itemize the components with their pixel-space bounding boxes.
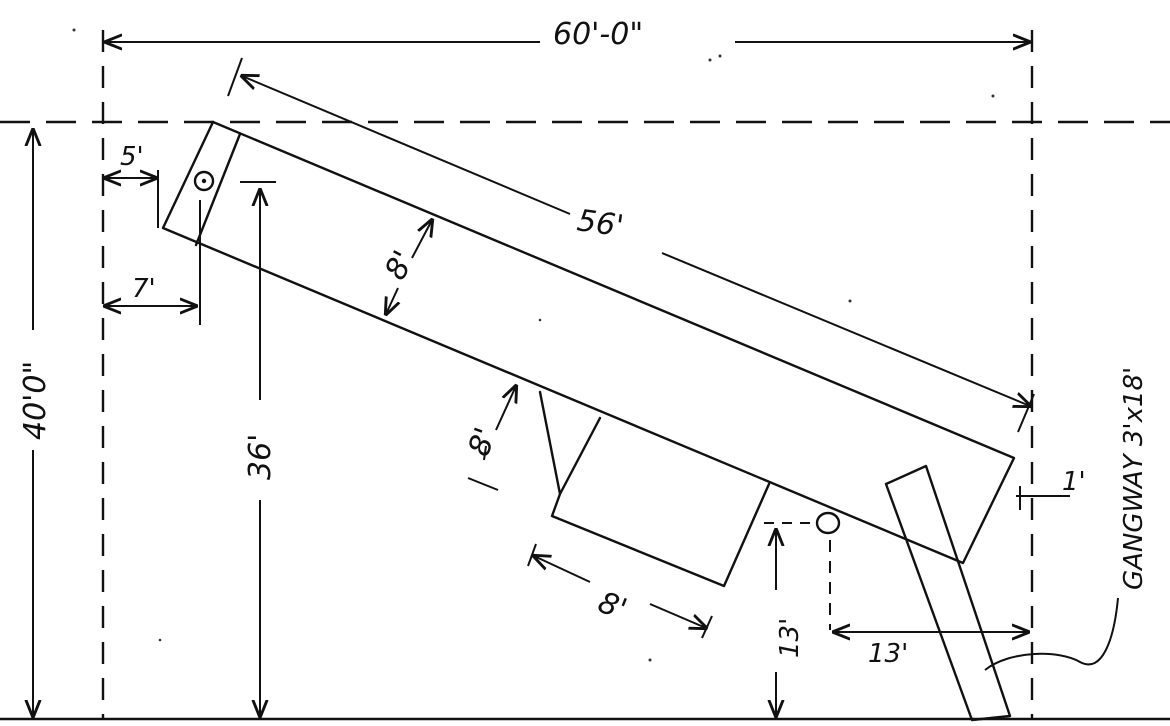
gangway: [884, 464, 1012, 722]
dock-length-label: 56': [575, 203, 626, 244]
left-setback-top-dimension: 5': [105, 142, 159, 228]
pile-to-shore-dimension: 36': [240, 181, 278, 716]
right-pile-offset-dimension: 13': [834, 632, 1028, 669]
gangway-outline: [884, 464, 1012, 722]
overall-width-dimension: 60'-0": [106, 17, 1029, 52]
dock-width-dimension: 8': [378, 220, 432, 314]
right-pile: [764, 511, 841, 630]
finger-pier-outline: [538, 390, 771, 588]
main-dock: [161, 120, 1016, 565]
finger-pier: [538, 390, 771, 588]
gangway-clearance-label: 1': [1062, 467, 1086, 497]
right-pile-height-label: 13': [775, 618, 805, 658]
left-pile-icon: [193, 170, 215, 192]
left-setback-pile-label: 7': [132, 274, 156, 304]
left-setback-top-label: 5': [120, 142, 144, 172]
property-lines: [0, 30, 1170, 721]
overall-depth-label: 40'0": [18, 361, 53, 440]
main-dock-outline: [161, 120, 1016, 565]
right-pile-offset-label: 13': [868, 639, 908, 669]
dock-length-dimension: 56': [227, 57, 1034, 433]
overall-depth-dimension: 40'0": [18, 130, 53, 716]
dock-end-line: [194, 132, 242, 247]
gangway-callout: GANGWAY 3'x18': [984, 367, 1149, 671]
overall-width-label: 60'-0": [553, 17, 643, 52]
finger-length-dimension: 8': [527, 543, 713, 639]
gangway-label: GANGWAY 3'x18': [1119, 367, 1149, 590]
paper-specks: [72, 28, 995, 662]
right-pile-height-dimension: 13': [775, 530, 805, 716]
finger-width-dimension: 8': [462, 386, 516, 491]
finger-pier-inner-line: [558, 416, 602, 496]
gangway-clearance-dimension: 1': [1016, 467, 1086, 510]
right-pile-icon: [815, 511, 841, 535]
left-setback-pile-dimension: 7': [105, 200, 201, 325]
pile-to-shore-label: 36': [243, 434, 278, 480]
finger-length-label: 8': [593, 585, 631, 628]
